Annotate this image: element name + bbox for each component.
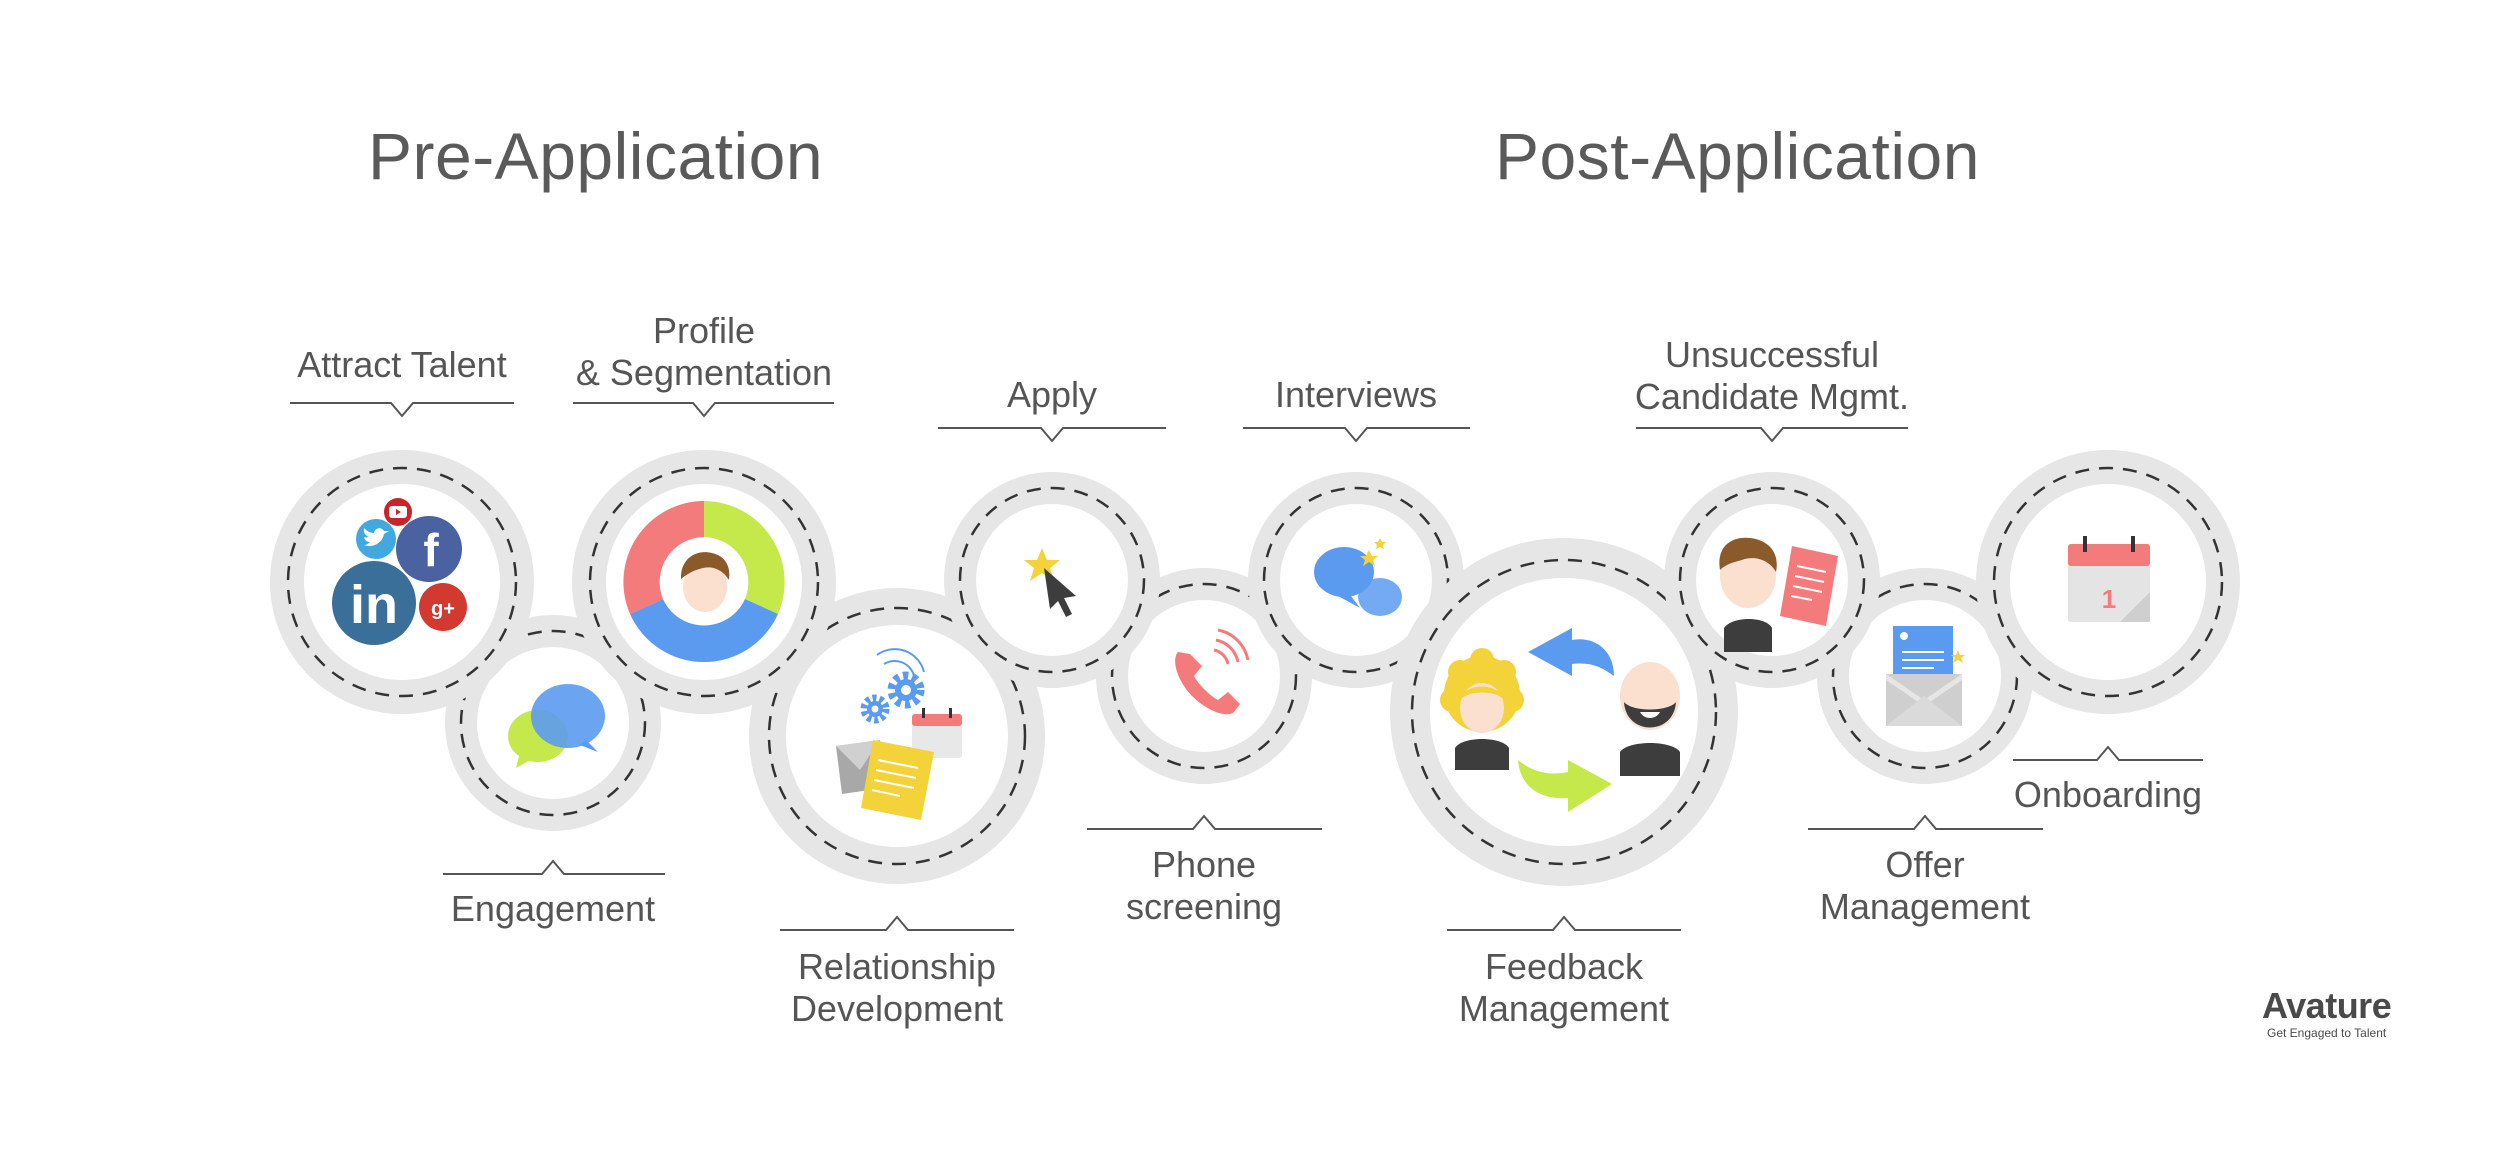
label-line: Interviews (1274, 374, 1438, 415)
profile-donut-icon (623, 501, 785, 663)
label-line: Candidate Mgmt. (1634, 376, 1910, 417)
arrow-green-icon (1518, 760, 1612, 812)
pre-application-heading: Pre-Application (368, 119, 824, 193)
ring-relationship (749, 588, 1045, 884)
label-engagement: Engagement (433, 888, 673, 930)
label-line: Management (1819, 886, 2031, 927)
linkedin-icon: in (332, 561, 416, 645)
bracket-attract (290, 402, 514, 418)
label-onboarding: Onboarding (1988, 774, 2228, 816)
label-attract-talent: Attract Talent (282, 344, 522, 386)
label-unsuccessful-candidate: Unsuccessful Candidate Mgmt. (1622, 334, 1922, 418)
phone-ringing-icon (1175, 628, 1250, 715)
avatar (680, 552, 730, 612)
person-curly-hair (1440, 648, 1524, 770)
label-line: & Segmentation (575, 352, 833, 393)
facebook-icon: f (396, 516, 462, 582)
facebook-glyph: f (423, 524, 439, 576)
label-relationship-development: Relationship Development (767, 946, 1027, 1030)
post-application-heading: Post-Application (1495, 119, 1980, 193)
label-line: screening (1125, 886, 1283, 927)
ring-feedback (1390, 538, 1738, 886)
label-brackets (290, 402, 2203, 931)
gear-large-icon (887, 671, 925, 709)
bracket-apply (938, 427, 1166, 443)
person-bald-beard (1620, 662, 1680, 776)
label-line: Relationship (797, 946, 997, 987)
label-line: Apply (1006, 374, 1098, 415)
label-interviews: Interviews (1236, 374, 1476, 416)
label-line: Offer (1885, 844, 1965, 885)
arrow-blue-icon (1528, 628, 1614, 676)
gear-small-icon (860, 694, 890, 724)
label-line: Phone (1151, 844, 1257, 885)
youtube-icon (384, 498, 412, 526)
bracket-onboarding (2013, 745, 2203, 761)
label-line: Feedback (1484, 946, 1644, 987)
label-line: Engagement (450, 888, 656, 929)
person-brown-hair (1719, 537, 1777, 652)
chat-bubbles-icon (508, 684, 605, 768)
document-yellow-icon (861, 740, 934, 820)
bracket-offer (1808, 814, 2043, 830)
bracket-profile (573, 402, 834, 418)
envelope-letter-icon (1886, 626, 1965, 726)
bracket-interviews (1243, 427, 1470, 443)
label-line: Development (790, 988, 1004, 1029)
calendar-icon: 1 (2068, 536, 2150, 622)
label-line: Onboarding (2013, 774, 2203, 815)
person-document-icon (1719, 537, 1838, 652)
speech-bubbles-icon (1314, 538, 1402, 616)
bracket-engagement (443, 859, 665, 875)
gears-documents-icon (836, 648, 962, 820)
bracket-unsuccessful (1636, 427, 1908, 443)
google-plus-glyph: g+ (431, 598, 455, 620)
twitter-icon (356, 519, 396, 559)
brand-name: Avature (2262, 985, 2392, 1026)
calendar-small-icon (912, 708, 962, 758)
bracket-relationship (780, 915, 1014, 931)
label-feedback-management: Feedback Management (1434, 946, 1694, 1030)
cursor-click-icon (1024, 548, 1076, 617)
label-line: Profile (652, 310, 756, 351)
avature-logo: Avature Get Engaged to Talent (2262, 985, 2392, 1041)
label-line: Attract Talent (297, 344, 507, 385)
label-line: Unsuccessful (1664, 334, 1880, 375)
label-offer-management: Offer Management (1795, 844, 2055, 928)
label-profile-segmentation: Profile & Segmentation (564, 310, 844, 394)
document-red-icon (1780, 546, 1838, 626)
bracket-feedback (1447, 915, 1681, 931)
linkedin-glyph: in (350, 575, 398, 635)
calendar-day-number: 1 (2102, 584, 2116, 614)
google-plus-icon: g+ (419, 583, 467, 631)
social-icons-cluster: in f g+ (332, 498, 467, 645)
bracket-phone (1087, 814, 1322, 830)
two-people-exchange-icon (1440, 628, 1680, 812)
brand-tagline: Get Engaged to Talent (2267, 1026, 2387, 1040)
label-line: Management (1458, 988, 1670, 1029)
label-phone-screening: Phone screening (1084, 844, 1324, 928)
label-apply: Apply (932, 374, 1172, 416)
